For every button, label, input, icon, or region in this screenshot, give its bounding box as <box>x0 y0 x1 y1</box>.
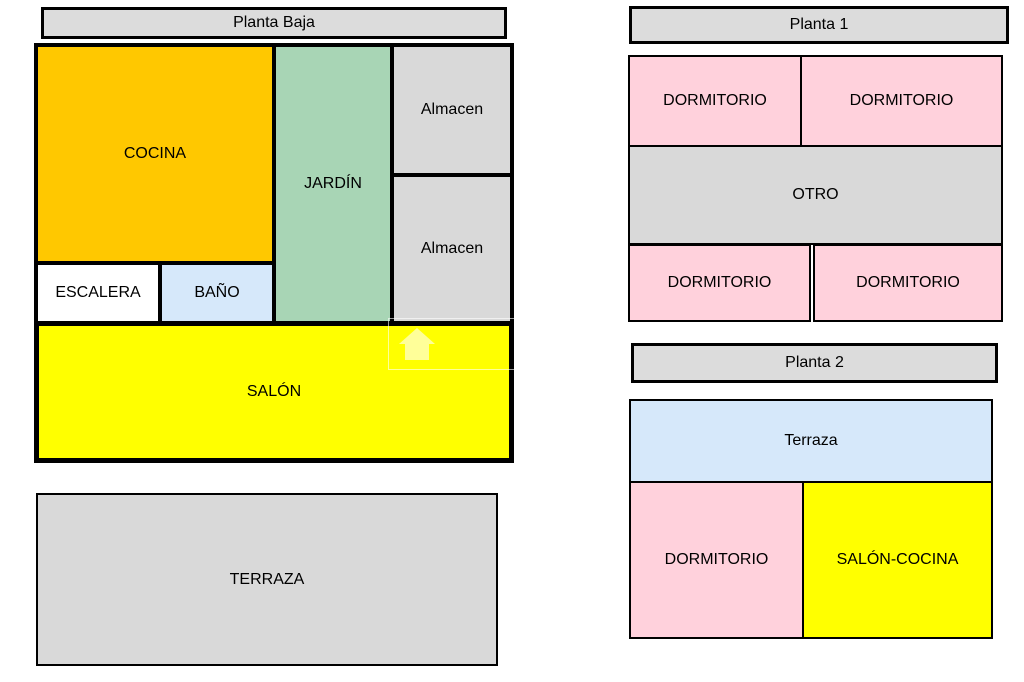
room-almacen-2: Almacen <box>392 175 512 323</box>
room-dormitorio-p1-3: DORMITORIO <box>628 244 811 322</box>
watermark <box>388 318 518 370</box>
room-bano: BAÑO <box>160 263 274 323</box>
room-escalera: ESCALERA <box>36 263 160 323</box>
room-otro: OTRO <box>628 145 1003 245</box>
planta-1-title: Planta 1 <box>629 6 1009 44</box>
planta-baja-title: Planta Baja <box>41 7 507 39</box>
room-almacen-1: Almacen <box>392 45 512 175</box>
room-jardin: JARDÍN <box>274 45 392 323</box>
room-salon-cocina: SALÓN-COCINA <box>802 481 993 639</box>
room-dormitorio-p1-4: DORMITORIO <box>813 244 1003 322</box>
room-salon: SALÓN <box>36 323 512 461</box>
room-terraza-baja: TERRAZA <box>36 493 498 666</box>
room-dormitorio-p2: DORMITORIO <box>629 481 804 639</box>
house-logo-icon <box>399 328 435 360</box>
room-dormitorio-p1-2: DORMITORIO <box>800 55 1003 147</box>
room-terraza-p2: Terraza <box>629 399 993 483</box>
planta-2-title: Planta 2 <box>631 343 998 383</box>
room-cocina: COCINA <box>36 45 274 263</box>
room-dormitorio-p1-1: DORMITORIO <box>628 55 802 147</box>
